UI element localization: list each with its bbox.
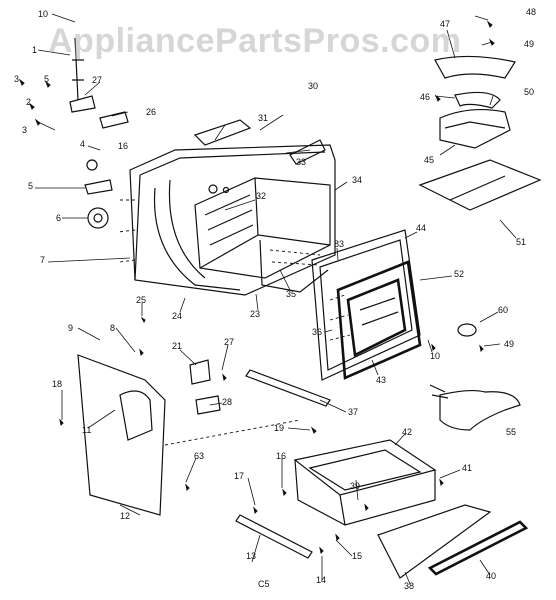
callout-label: 36 [312,327,323,337]
callout-label: 7 [40,255,46,265]
callout-label: 51 [516,237,527,247]
callout-label: 39 [350,481,361,491]
callout-label: 50 [524,87,535,97]
callout-label: 11 [82,425,92,435]
callout-label: 26 [146,107,157,117]
callout-label: 25 [136,295,147,305]
callout-label: 21 [172,341,183,351]
broiler-pan-set [418,55,542,211]
callout-label: 18 [52,379,63,389]
callout-label: 49 [524,39,535,49]
callout-label: 49 [504,339,515,349]
callout-label: 32 [256,191,267,201]
callout-label: 17 [234,471,245,481]
callout-leaders [35,13,517,585]
callout-label: 10 [38,9,49,19]
callout-label: 44 [416,223,427,233]
screws [59,20,495,555]
callout-label: 31 [258,113,269,123]
callout-label: 27 [92,75,103,85]
callout-label: 48 [526,7,537,17]
side-panel [77,354,301,516]
callout-label: 42 [402,427,413,437]
callout-label: 35 [286,289,297,299]
callout-label: 38 [404,581,415,591]
storage-drawer [293,439,437,526]
callout-label: 19 [274,423,285,433]
callout-label: 24 [172,311,183,321]
callout-label: 10 [430,351,441,361]
oven-door-assembly [311,229,422,381]
callout-label: 12 [120,511,131,521]
callout-label: 16 [118,141,129,151]
callout-label: 34 [352,175,363,185]
watermark: AppliancePartsPros.com [48,22,462,60]
callout-label: 83 [334,239,345,249]
callout-label: 45 [424,155,435,165]
callout-label: 15 [352,551,363,561]
broil-pan-insert [429,384,521,431]
callout-label: 37 [348,407,359,417]
control-parts-column [18,37,129,229]
callout-label: 5 [28,181,34,191]
callout-label: 3 [14,74,20,84]
callout-label: 2 [26,97,32,107]
brackets [189,359,331,415]
callout-label: 63 [194,451,205,461]
callout-label: 30 [308,81,319,91]
footer-code: C5 [258,579,270,589]
callout-label: 5 [44,74,50,84]
callout-label: 23 [250,309,261,319]
callout-label: 8 [110,323,116,333]
callout-label: 28 [222,397,233,407]
callout-label: 43 [376,375,387,385]
callout-label: 46 [420,92,431,102]
callout-label: 33 [296,157,307,167]
callout-label: 13 [246,551,257,561]
callout-label: 16 [276,451,287,461]
oven-body-assembly [117,144,336,296]
callout-label: 9 [68,323,74,333]
drawer-rail [235,514,313,559]
callout-label: 60 [498,305,509,315]
callout-label: 55 [506,427,517,437]
callout-label: 3 [22,125,28,135]
callout-label: 6 [56,213,62,223]
callout-label: 1 [32,45,38,55]
callout-label: 52 [454,269,465,279]
drawer-front [377,504,529,579]
callout-label: 47 [440,19,451,29]
gasket-ring [457,323,477,337]
callout-label: 41 [462,463,473,473]
callout-label: 14 [316,575,327,585]
callout-label: 27 [224,337,235,347]
callout-label: 4 [80,139,86,149]
callout-label: 40 [486,571,497,581]
